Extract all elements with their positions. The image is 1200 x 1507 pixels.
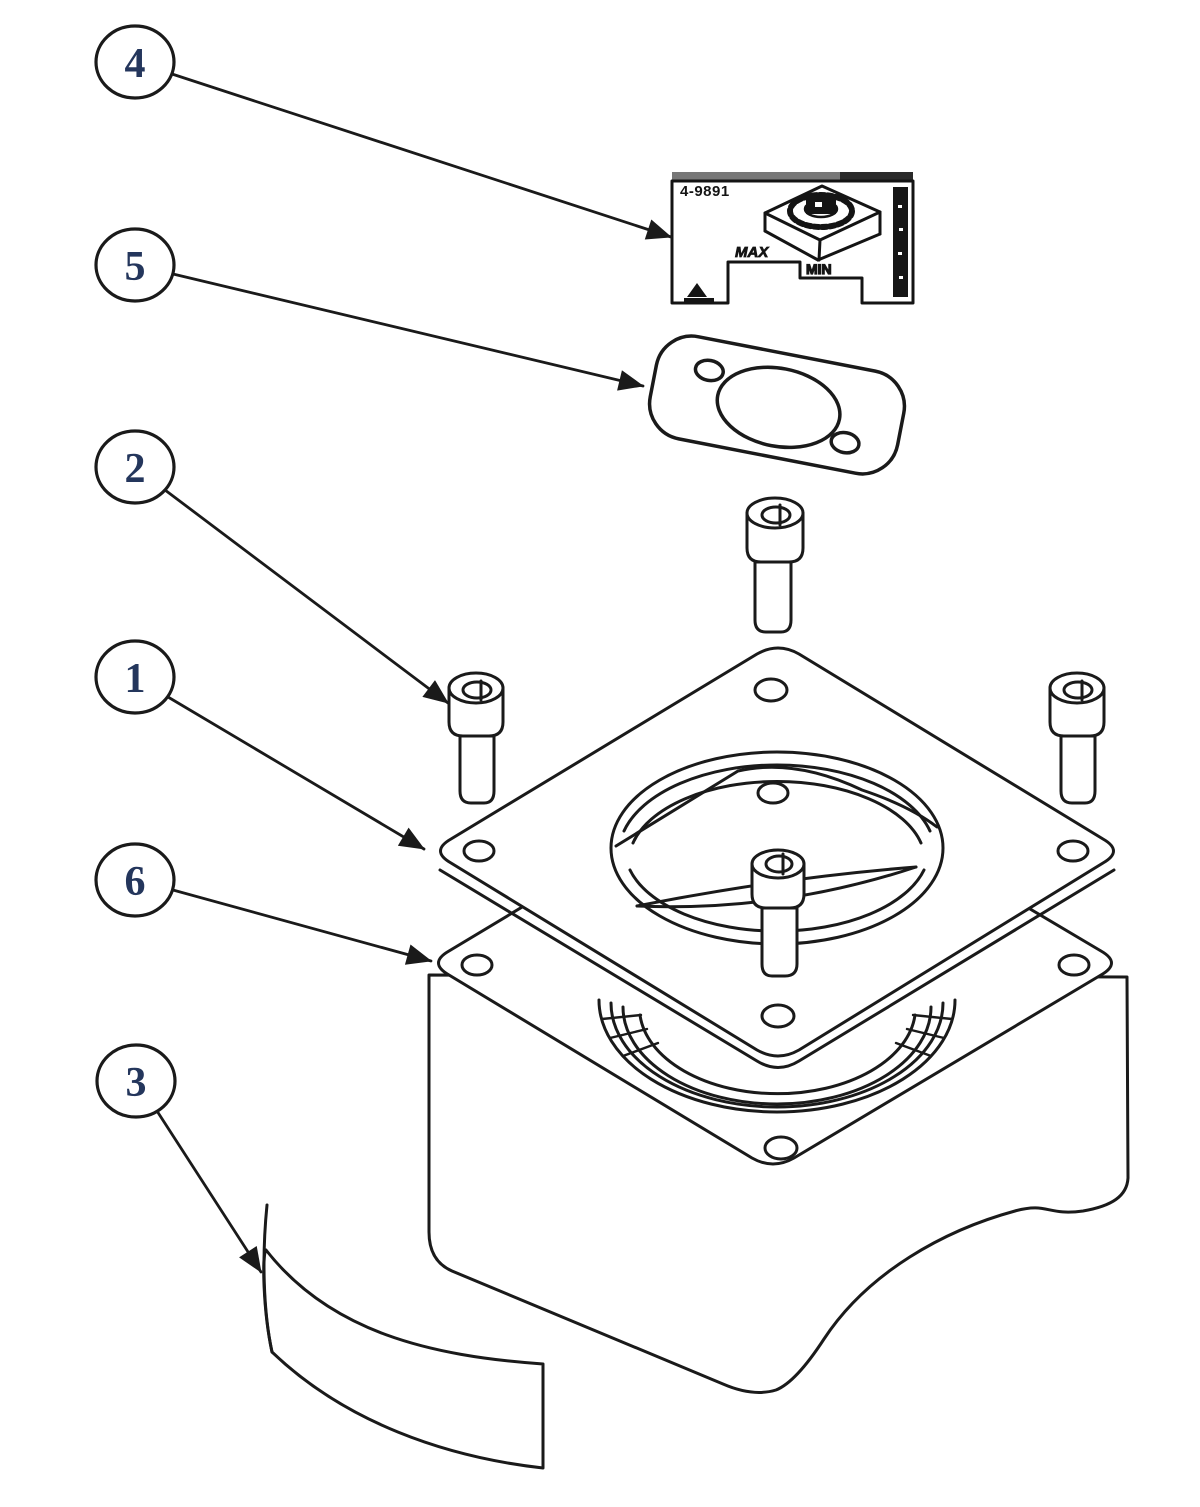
- leader-line-5: [171, 272, 645, 391]
- gasket-bolt-hole-1: [693, 358, 725, 383]
- plate-thickness-edge: [438, 868, 1116, 1069]
- sticker-side-text-bar: [893, 187, 908, 297]
- leader-line-6: [171, 888, 433, 965]
- balloon-number-2: 2: [125, 446, 146, 492]
- screw-top: [745, 496, 805, 634]
- balloon-number-3: 3: [126, 1060, 147, 1106]
- callout-balloon-2: 2: [94, 429, 176, 505]
- plate-hole-right: [1056, 839, 1090, 863]
- gasket-center-hole: [715, 365, 842, 450]
- balloon-number-6: 6: [125, 859, 146, 905]
- leader-line-4: [170, 72, 673, 240]
- balloon-number-4: 4: [125, 41, 146, 87]
- callouts: 4 5 2 1 6 3: [94, 24, 673, 1274]
- callout-balloon-5: 5: [94, 227, 176, 303]
- leader-line-1: [166, 695, 426, 851]
- sticker-part-number: 4-9891: [680, 183, 730, 200]
- plate-hole-bottom: [760, 1003, 796, 1029]
- sticker-side-text-specks: [898, 205, 903, 279]
- housing-bore-arcs: [597, 998, 957, 1114]
- gasket-bolt-hole-2: [829, 430, 861, 455]
- housing-hole-left: [460, 953, 494, 977]
- sheet-left-edge: [262, 1203, 274, 1354]
- plate-hole-left: [462, 839, 496, 863]
- screws: [447, 496, 1106, 978]
- sticker-logo: [684, 283, 714, 302]
- screw-middle: [750, 848, 806, 978]
- callout-balloon-1: 1: [94, 639, 176, 715]
- gasket: [647, 334, 907, 476]
- leader-line-3: [155, 1109, 263, 1274]
- sticker-product-drawing: [763, 184, 882, 262]
- balloon-number-5: 5: [125, 244, 146, 290]
- leader-line-2: [163, 488, 450, 705]
- housing-silhouette: [427, 973, 1130, 1394]
- screw-right: [1048, 671, 1106, 805]
- bore-inner-hole: [756, 781, 790, 805]
- protective-sheet: [262, 1203, 545, 1470]
- plate-hole-top: [753, 677, 789, 703]
- sticker-min-text: MIN: [806, 261, 832, 277]
- housing-holes: [460, 953, 1091, 1161]
- screw-left: [447, 671, 505, 805]
- sticker-label: 4-9891 MAX MIN: [670, 172, 915, 305]
- sticker-max-text: MAX: [735, 244, 769, 261]
- callout-balloon-3: 3: [95, 1043, 177, 1119]
- callout-balloon-4: 4: [94, 24, 176, 100]
- housing-hole-bottom: [763, 1135, 799, 1161]
- callout-balloon-6: 6: [94, 842, 176, 918]
- sticker-top-bar: [672, 172, 913, 181]
- housing-hole-right: [1057, 953, 1091, 977]
- balloon-number-1: 1: [125, 656, 146, 702]
